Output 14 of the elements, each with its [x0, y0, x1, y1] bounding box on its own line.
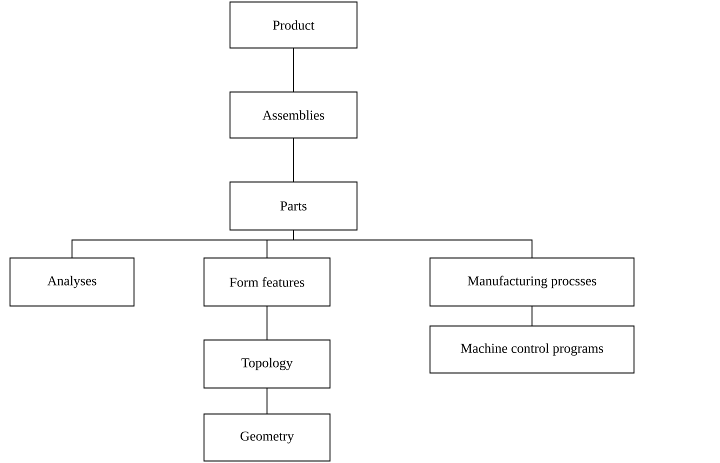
process-box: Geometry — [204, 414, 330, 462]
process-box: Machine control programs — [430, 326, 634, 374]
process-box: Analyses — [10, 258, 134, 306]
process-box: Assemblies — [230, 92, 358, 138]
process-box: Parts — [230, 182, 358, 230]
process-box: Topology — [204, 340, 330, 388]
process-box: Manufacturing procsses — [430, 258, 634, 306]
connector-line — [293, 230, 532, 258]
connector-line — [266, 388, 268, 414]
connector-line — [293, 48, 294, 92]
process-box: Form features — [204, 258, 330, 306]
connector-line — [293, 138, 294, 182]
connector-line — [266, 306, 268, 340]
process-box: Product — [230, 2, 358, 48]
